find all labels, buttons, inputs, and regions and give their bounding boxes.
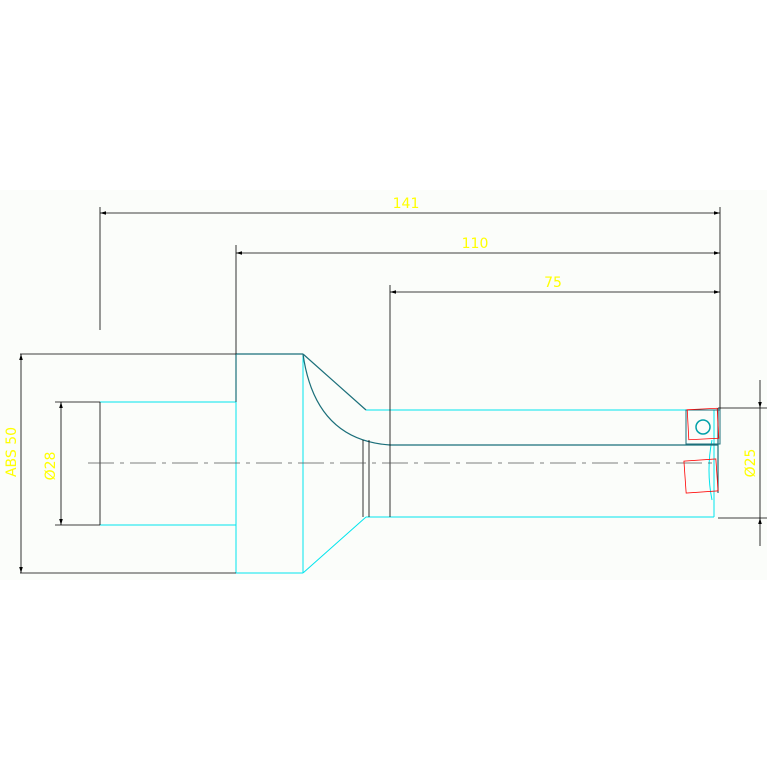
fillet-arc <box>302 353 391 446</box>
tip-square-red-upper <box>686 407 720 441</box>
part-outline-cyan <box>100 354 715 574</box>
dimension-lines <box>19 211 762 573</box>
drawing-background <box>0 190 767 580</box>
dim-label-overall-length: 141 <box>393 196 420 212</box>
dim-label-height: ABS 50 <box>4 427 20 477</box>
dim-label-tip-diameter: Ø25 <box>743 449 759 478</box>
dim-label-tip-length: 75 <box>544 275 562 291</box>
tip-hole <box>695 419 711 435</box>
part-outline-teal <box>235 353 719 493</box>
tip-detail <box>683 407 721 494</box>
tip-square-red-lower <box>683 458 719 494</box>
tip-square-teal <box>685 409 721 445</box>
dim-label-inner-diameter: Ø28 <box>43 452 59 481</box>
dim-label-mid-length: 110 <box>462 236 489 252</box>
lower-taper-edge <box>302 516 367 574</box>
upper-taper-edge <box>302 353 367 411</box>
